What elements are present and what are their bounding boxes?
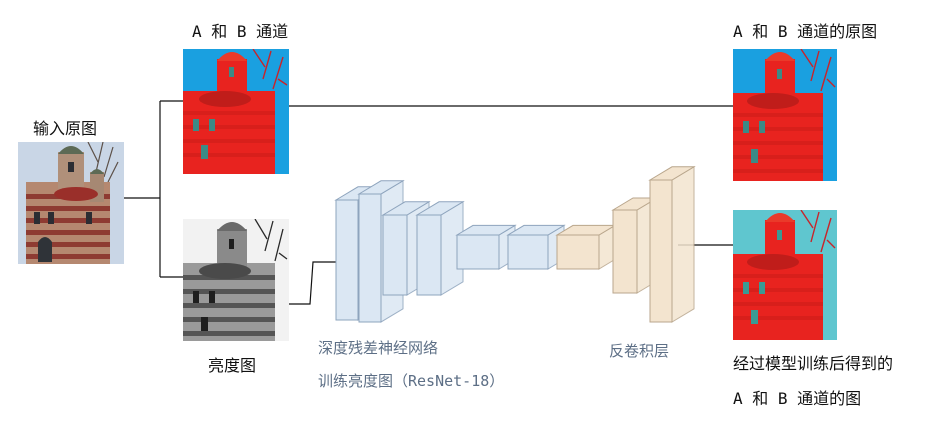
luminance-image <box>183 219 289 341</box>
result-ab-image <box>733 210 837 340</box>
resnet-label-line2: 训练亮度图（ResNet-18） <box>318 372 505 390</box>
resnet-layer-block-5 <box>455 224 517 270</box>
deconv-layer-block-9 <box>648 165 696 323</box>
ab-original-label: A 和 B 通道的原图 <box>733 22 878 41</box>
result-label-line2: A 和 B 通道的图 <box>733 389 862 408</box>
input-image-label: 输入原图 <box>33 119 98 138</box>
result-label-line1: 经过模型训练后得到的 <box>733 354 894 373</box>
ab-channels-image <box>183 49 289 174</box>
deconv-label: 反卷积层 <box>609 342 670 360</box>
resnet-label-line1: 深度残差神经网络 <box>318 339 439 357</box>
input-original-image <box>18 142 124 264</box>
ab-channels-label: A 和 B 通道 <box>192 22 289 41</box>
deconv-layer-block-7 <box>555 224 617 270</box>
luminance-label: 亮度图 <box>208 356 257 375</box>
resnet-layer-block-6 <box>506 224 566 270</box>
ab-original-image <box>733 49 837 181</box>
resnet-layer-block-4 <box>415 200 465 296</box>
